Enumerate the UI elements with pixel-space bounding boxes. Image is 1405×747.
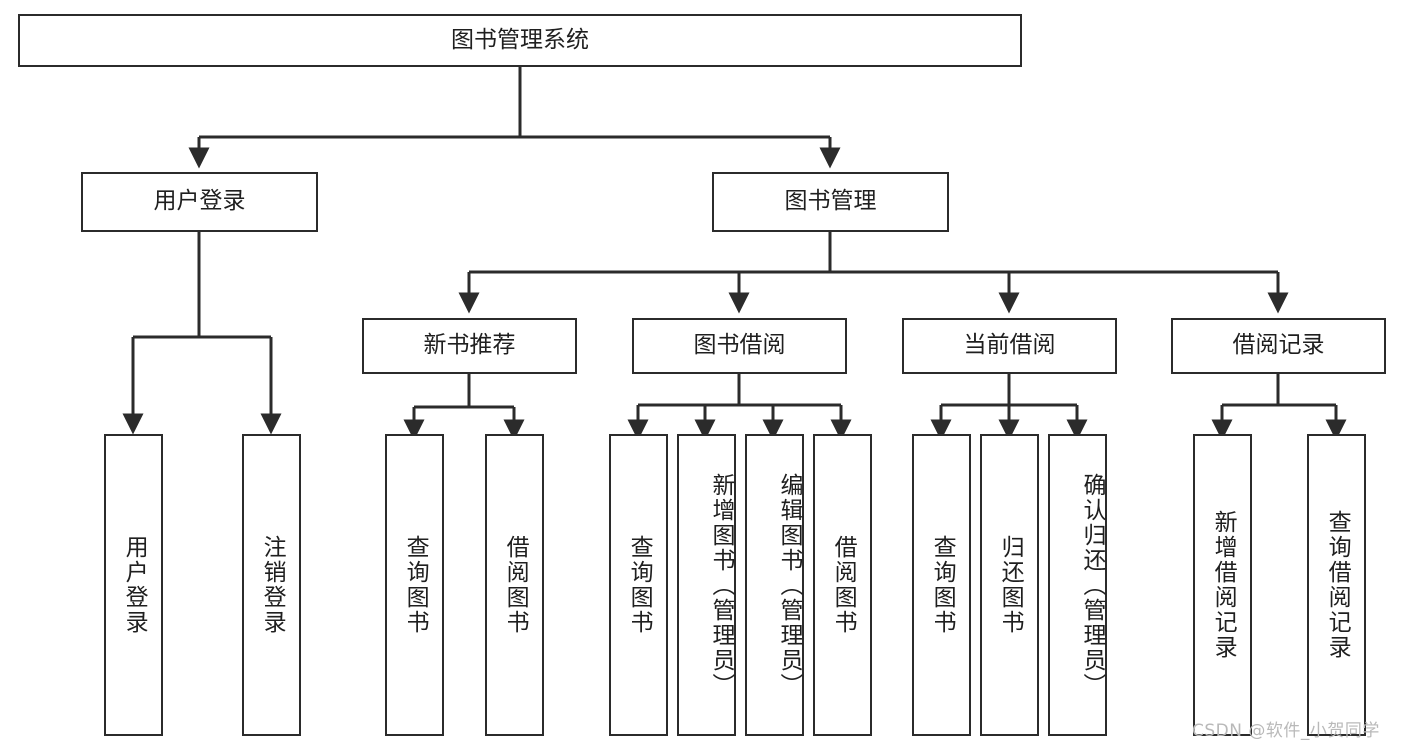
- node-label: 查询图书: [929, 535, 956, 635]
- leaf-book-borrow-query-book[interactable]: 查询图书: [609, 434, 668, 736]
- node-root-book-management-system[interactable]: 图书管理系统: [18, 14, 1022, 67]
- leaf-user-login-login[interactable]: 用户登录: [104, 434, 163, 736]
- leaf-user-login-logout[interactable]: 注销登录: [242, 434, 301, 736]
- node-label: 注销登录: [259, 535, 286, 635]
- node-borrow-record[interactable]: 借阅记录: [1171, 318, 1386, 374]
- node-label: 新增借阅记录: [1210, 510, 1237, 660]
- node-label: 确认归还（管理员）: [1079, 472, 1105, 698]
- leaf-borrow-record-query-record[interactable]: 查询借阅记录: [1307, 434, 1366, 736]
- node-label: 查询图书: [402, 535, 429, 635]
- node-label: 查询图书: [626, 535, 653, 635]
- leaf-book-borrow-edit-book-admin[interactable]: 编辑图书（管理员）: [745, 434, 804, 736]
- node-user-login[interactable]: 用户登录: [81, 172, 318, 232]
- node-label: 图书借阅: [693, 332, 786, 359]
- node-label: 编辑图书（管理员）: [776, 472, 802, 698]
- node-label: 当前借阅: [963, 332, 1056, 359]
- leaf-book-borrow-borrow-book[interactable]: 借阅图书: [813, 434, 872, 736]
- leaf-current-borrow-confirm-return-admin[interactable]: 确认归还（管理员）: [1048, 434, 1107, 736]
- leaf-new-book-borrow-book[interactable]: 借阅图书: [485, 434, 544, 736]
- node-label: 归还图书: [997, 535, 1024, 635]
- leaf-book-borrow-add-book-admin[interactable]: 新增图书（管理员）: [677, 434, 736, 736]
- node-book-management[interactable]: 图书管理: [712, 172, 949, 232]
- node-label: 新书推荐: [423, 332, 516, 359]
- node-label: 图书管理: [784, 188, 877, 215]
- node-label: 用户登录: [153, 188, 246, 215]
- node-current-borrow[interactable]: 当前借阅: [902, 318, 1117, 374]
- leaf-current-borrow-return-book[interactable]: 归还图书: [980, 434, 1039, 736]
- node-label: 新增图书（管理员）: [708, 472, 734, 698]
- node-label: 查询借阅记录: [1324, 510, 1351, 660]
- leaf-current-borrow-query-book[interactable]: 查询图书: [912, 434, 971, 736]
- leaf-borrow-record-add-record[interactable]: 新增借阅记录: [1193, 434, 1252, 736]
- node-book-borrow[interactable]: 图书借阅: [632, 318, 847, 374]
- node-label: 借阅图书: [502, 535, 529, 635]
- node-label: 借阅图书: [830, 535, 857, 635]
- node-label: 用户登录: [121, 535, 148, 635]
- node-new-book-recommend[interactable]: 新书推荐: [362, 318, 577, 374]
- csdn-watermark: CSDN @软件_小贺同学: [1192, 721, 1380, 741]
- node-label: 借阅记录: [1232, 332, 1325, 359]
- leaf-new-book-query-book[interactable]: 查询图书: [385, 434, 444, 736]
- node-label: 图书管理系统: [451, 26, 589, 53]
